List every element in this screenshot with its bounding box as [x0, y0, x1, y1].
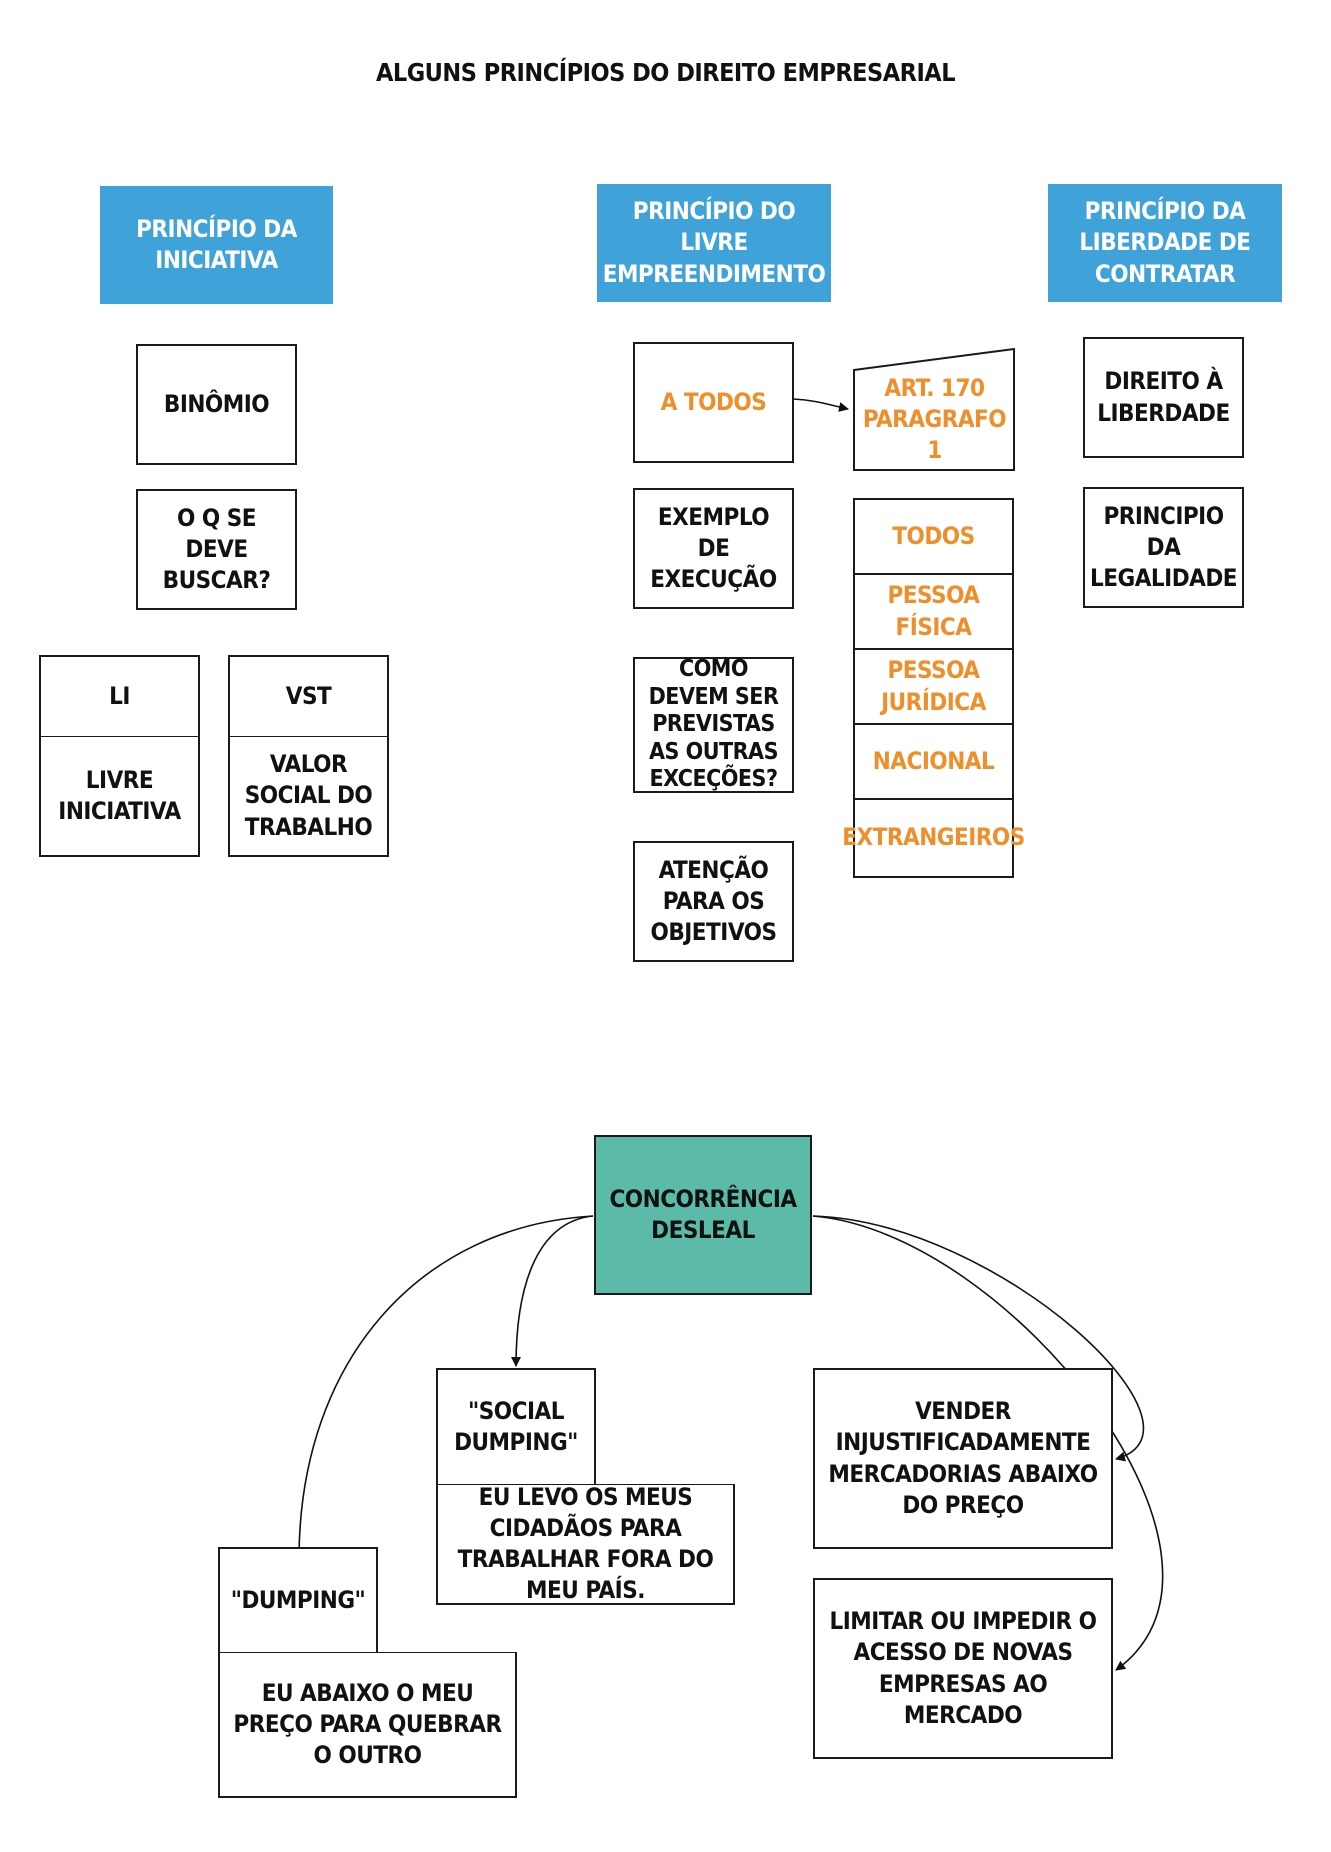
box-social-dumping: "SOCIAL DUMPING" — [436, 1368, 596, 1485]
box-livre-iniciativa: LIVRE INICIATIVA — [39, 736, 200, 857]
box-principio-legalidade: PRINCIPIO DA LEGALIDADE — [1083, 487, 1244, 608]
box-o-que-buscar: O Q SE DEVE BUSCAR? — [136, 489, 297, 610]
box-vender-injustificadamente: VENDER INJUSTIFICADAMENTE MERCADORIAS AB… — [813, 1368, 1113, 1549]
box-binomio: BINÔMIO — [136, 344, 297, 465]
box-art-170: ART. 170 PARAGRAFO 1 — [862, 373, 1007, 465]
box-direito-liberdade: DIREITO À LIBERDADE — [1083, 337, 1244, 458]
list-item-pessoa-fisica: PESSOA FÍSICA — [853, 573, 1014, 650]
arrow-to-social-dumping — [511, 1215, 594, 1367]
diagram-title: ALGUNS PRINCÍPIOS DO DIREITO EMPRESARIAL — [375, 58, 956, 87]
box-dumping-desc: EU ABAIXO O MEU PREÇO PARA QUEBRAR O OUT… — [218, 1652, 517, 1798]
box-exemplo-execucao: EXEMPLO DE EXECUÇÃO — [633, 488, 794, 609]
list-item-pessoa-juridica: PESSOA JURÍDICA — [853, 648, 1014, 725]
box-como-devem: COMO DEVEM SER PREVISTAS AS OUTRAS EXCEÇ… — [633, 656, 794, 793]
box-social-dumping-desc: EU LEVO OS MEUS CIDADÃOS PARA TRABALHAR … — [436, 1483, 735, 1605]
box-atencao-objetivos: ATENÇÃO PARA OS OBJETIVOS — [633, 841, 794, 962]
box-vst: VST — [228, 655, 389, 737]
box-a-todos: A TODOS — [633, 342, 794, 463]
box-art-170-shape — [853, 348, 1015, 471]
box-li: LI — [39, 655, 200, 737]
box-dumping: "DUMPING" — [218, 1547, 378, 1653]
list-item-nacional: NACIONAL — [853, 723, 1014, 800]
box-valor-social: VALOR SOCIAL DO TRABALHO — [228, 736, 389, 857]
header-livre-empreendimento: PRINCÍPIO DO LIVRE EMPREENDIMENTO — [597, 184, 831, 302]
header-liberdade-contratar: PRINCÍPIO DA LIBERDADE DE CONTRATAR — [1048, 184, 1282, 302]
box-limitar-acesso: LIMITAR OU IMPEDIR O ACESSO DE NOVAS EMP… — [813, 1578, 1113, 1759]
list-item-todos: TODOS — [853, 498, 1014, 575]
arrow-a-todos-to-art — [792, 398, 849, 412]
header-iniciativa: PRINCÍPIO DA INICIATIVA — [100, 186, 333, 304]
list-item-extrangeiros: EXTRANGEIROS — [842, 798, 1025, 878]
box-concorrencia-desleal: CONCORRÊNCIA DESLEAL — [594, 1135, 812, 1295]
